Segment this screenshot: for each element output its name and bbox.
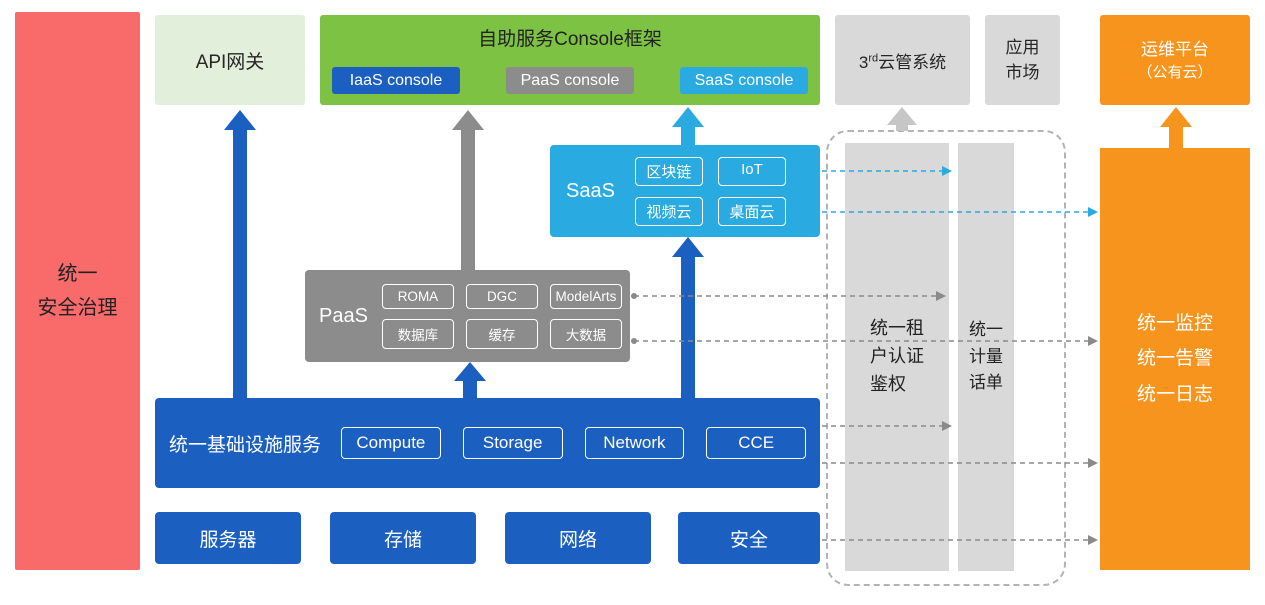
dashed-paas-start-dot-2 xyxy=(631,338,637,344)
third-party-suffix: 云管系统 xyxy=(878,52,947,72)
hardware-network-box: 网络 xyxy=(505,512,651,564)
iaas-item-cce: CCE xyxy=(706,427,807,459)
saas-item-blockchain: 区块链 xyxy=(634,156,703,186)
third-party-prefix: 3 xyxy=(858,52,869,72)
om-platform-subtitle: （公有云） xyxy=(1137,64,1213,82)
iaas-item-network: Network xyxy=(584,427,685,459)
saas-item-iot: IoT xyxy=(717,156,786,186)
saas-console-chip: SaaS console xyxy=(680,67,808,94)
dashed-saas-to-monitor-arrowhead xyxy=(1088,207,1098,217)
paas-item-cache: 缓存 xyxy=(465,318,538,349)
paas-item-modelarts: ModelArts xyxy=(549,283,622,309)
paas-box: PaaS ROMA DGC ModelArts 数据库 缓存 大数据 xyxy=(305,270,630,362)
iaas-items-row: Compute Storage Network CCE xyxy=(341,427,807,459)
arrow-iaas-to-paas xyxy=(454,362,486,398)
paas-label: PaaS xyxy=(319,304,368,327)
third-party-cloud-mgmt-label: 3rd云管系统 xyxy=(859,48,946,73)
monitoring-label: 统一监控 统一告警 统一日志 xyxy=(1136,313,1213,405)
iaas-console-chip: IaaS console xyxy=(332,67,460,94)
hardware-security-box: 安全 xyxy=(678,512,820,564)
third-party-cloud-mgmt-box: 3rd云管系统 xyxy=(835,15,970,105)
api-gateway-label: API网关 xyxy=(195,51,265,73)
paas-item-roma: ROMA xyxy=(381,283,454,309)
paas-item-database: 数据库 xyxy=(381,318,454,349)
app-market-box: 应用 市场 xyxy=(985,15,1060,105)
console-framework-box: 自助服务Console框架 IaaS console PaaS console … xyxy=(320,15,820,105)
security-governance-bar: 统一 安全治理 xyxy=(15,12,140,570)
paas-items-grid: ROMA DGC ModelArts 数据库 缓存 大数据 xyxy=(381,283,622,349)
saas-items-grid: 区块链 IoT 视频云 桌面云 xyxy=(634,156,786,226)
saas-label: SaaS xyxy=(566,179,615,202)
saas-item-video-cloud: 视频云 xyxy=(634,196,703,226)
console-chip-row: IaaS console PaaS console SaaS console xyxy=(332,67,808,94)
monitoring-bar: 统一监控 统一告警 统一日志 xyxy=(1100,148,1250,570)
dashed-iaas-to-monitor-arrowhead xyxy=(1088,458,1098,468)
hardware-storage-box: 存储 xyxy=(330,512,476,564)
saas-item-desktop-cloud: 桌面云 xyxy=(717,196,786,226)
om-platform-title: 运维平台 xyxy=(1141,39,1209,59)
arrow-paas-to-console xyxy=(452,110,484,270)
api-gateway-box: API网关 xyxy=(155,15,305,105)
arrow-iaas-to-api-gateway xyxy=(224,110,256,398)
app-market-label: 应用 市场 xyxy=(1005,37,1040,83)
third-party-sup: rd xyxy=(868,51,879,64)
saas-box: SaaS 区块链 IoT 视频云 桌面云 xyxy=(550,145,820,237)
dashed-paas-start-dot-1 xyxy=(631,293,637,299)
arrow-saas-to-console xyxy=(672,107,704,145)
metering-bar: 统一 计量 话单 xyxy=(958,143,1014,571)
arrow-iaas-to-saas xyxy=(672,237,704,398)
console-framework-title: 自助服务Console框架 xyxy=(478,29,662,50)
paas-console-chip: PaaS console xyxy=(506,67,634,94)
metering-label: 统一 计量 话单 xyxy=(969,320,1003,393)
iaas-box: 统一基础设施服务 Compute Storage Network CCE xyxy=(155,398,820,488)
tenant-auth-label: 统一租 户认证 鉴权 xyxy=(870,318,924,394)
iaas-label: 统一基础设施服务 xyxy=(169,434,322,456)
security-governance-label: 统一 安全治理 xyxy=(37,263,118,319)
dashed-hardware-to-monitor-arrowhead xyxy=(1088,535,1098,545)
paas-item-dgc: DGC xyxy=(465,283,538,309)
shared-services-dashed-group xyxy=(826,130,1066,586)
tenant-auth-bar: 统一租 户认证 鉴权 xyxy=(845,143,949,571)
hardware-server-box: 服务器 xyxy=(155,512,301,564)
arrow-group-to-third-party xyxy=(887,107,917,131)
om-platform-box: 运维平台 （公有云） xyxy=(1100,15,1250,105)
dashed-paas-to-monitor-arrowhead xyxy=(1088,336,1098,346)
iaas-item-compute: Compute xyxy=(341,427,441,459)
paas-item-bigdata: 大数据 xyxy=(549,318,622,349)
arrow-monitor-to-om-platform xyxy=(1160,107,1192,148)
iaas-item-storage: Storage xyxy=(462,427,563,459)
